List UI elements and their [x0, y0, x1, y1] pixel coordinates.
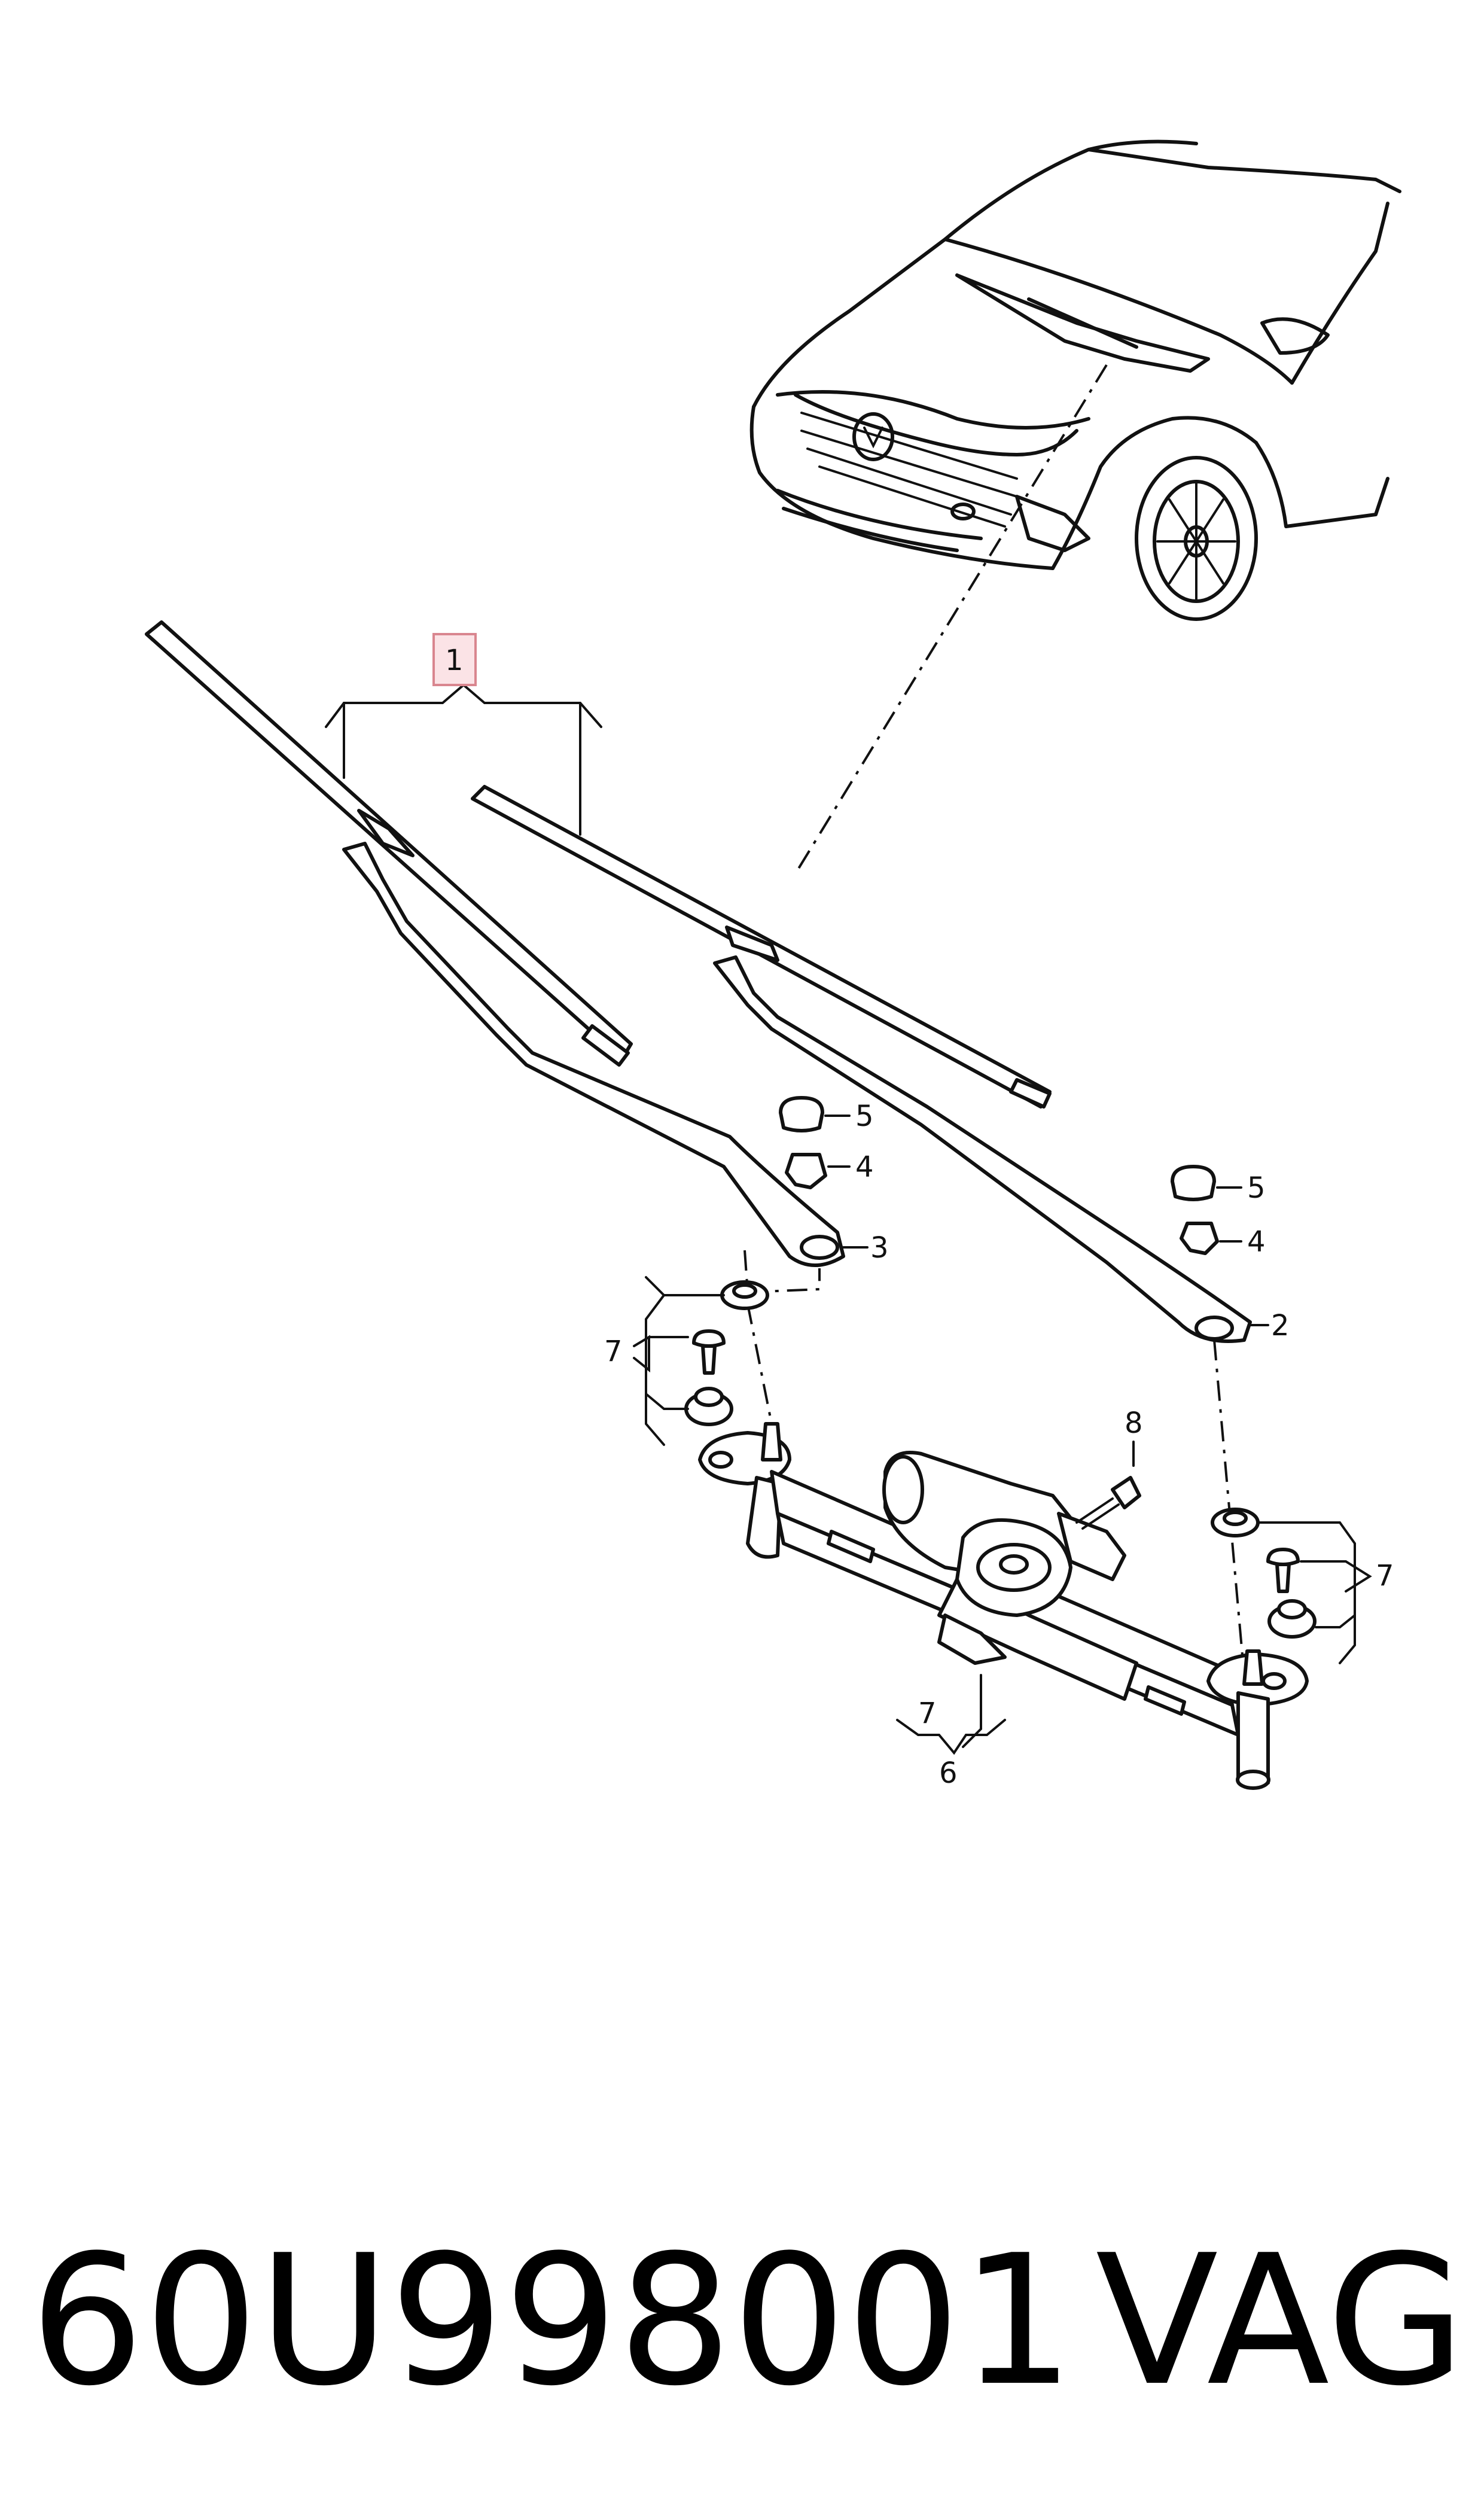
- cap-left: [779, 1096, 824, 1132]
- nut-right: [1180, 1222, 1219, 1255]
- callout-6-leader: [962, 1674, 982, 1748]
- callout-8: 8: [1125, 1406, 1143, 1440]
- callout-7-bottom: 7: [918, 1697, 937, 1730]
- car-front-illustration: [749, 139, 1401, 621]
- car-wiper-location: [955, 273, 1210, 373]
- callout-5-right: 5: [1247, 1171, 1266, 1205]
- wiper-exploded-diagram: 1 2 3 5 4 5 4: [145, 139, 1401, 1790]
- nut-left: [785, 1153, 827, 1189]
- callout-1-bracket: 1: [325, 633, 602, 836]
- bushing-set-right: [1211, 1508, 1317, 1639]
- callout-7-left: 7: [604, 1335, 623, 1368]
- wiper-motor: [882, 1451, 1126, 1665]
- callout-7-right: 7: [1376, 1559, 1394, 1593]
- bolt-8: [1075, 1476, 1141, 1530]
- wiper-arm-right: [713, 955, 1252, 1343]
- callout-6: 6: [939, 1756, 958, 1790]
- callout-5-left: 5: [855, 1100, 874, 1133]
- callout-2: 2: [1271, 1309, 1290, 1342]
- bushing-set-left: [684, 1280, 769, 1426]
- callout-1-highlight: [432, 633, 477, 686]
- cap-right: [1171, 1165, 1216, 1201]
- callout-1: 1: [445, 644, 464, 677]
- brand-label: VAG: [1095, 2216, 1465, 2425]
- part-footer: 60U998001 VAG: [30, 2225, 1465, 2417]
- wiper-arm-left: [342, 842, 845, 1267]
- callout-4-left: 4: [855, 1150, 874, 1184]
- wiper-blade-right: [471, 785, 1052, 1109]
- callout-4-right: 4: [1247, 1225, 1266, 1259]
- part-number: 60U998001: [30, 2216, 1075, 2425]
- callout-3: 3: [870, 1231, 889, 1265]
- wiper-blade-left: [145, 620, 633, 1067]
- location-leader-line: [794, 364, 1108, 875]
